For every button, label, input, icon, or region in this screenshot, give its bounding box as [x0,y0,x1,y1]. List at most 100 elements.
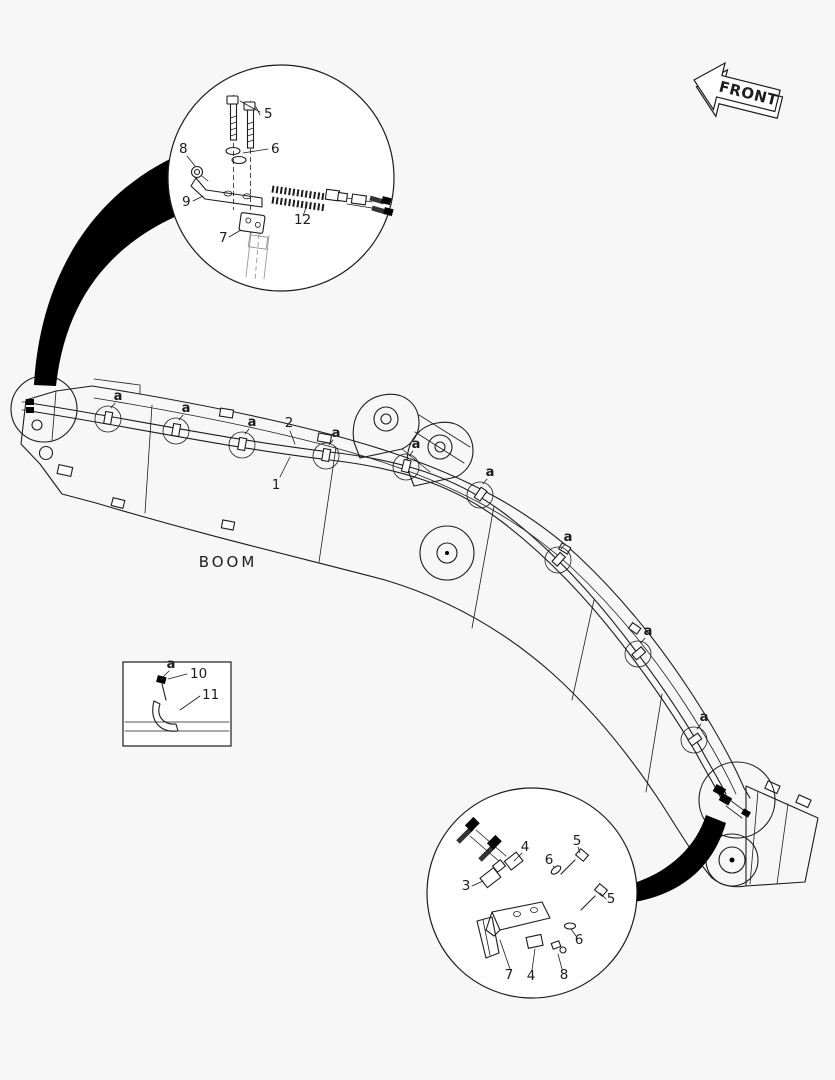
clamp-marker-label: a [182,401,191,416]
clamp-markers: a a a a a a [94,389,708,754]
clip-part [190,165,209,182]
panel-seams [144,404,663,793]
part-label-6: 6 [271,141,280,157]
hex-bolt [580,882,609,911]
part-label-9: 9 [182,194,191,210]
part-label-6: 6 [545,852,554,868]
tip-step-plate [93,378,141,395]
spring-washer [231,155,247,165]
leader-line [228,229,242,238]
detail-box [122,661,232,747]
clamp-marker-label: a [332,426,341,441]
tip-seam [51,390,57,441]
leader-line [242,148,269,154]
tip-tab [56,463,74,477]
leader-line [162,670,170,678]
clamp-marker-6: a [466,465,495,509]
clamp-piece [551,551,567,567]
hex-bolt [560,847,590,875]
clamp-piece [103,410,114,426]
part-label-12: 12 [294,212,311,228]
leader-line [696,723,702,730]
detail-circle [426,787,638,999]
front-arrow-shape [693,61,781,113]
tip-pin-hole-2 [38,445,54,461]
leader-line [289,430,296,445]
part-label-7: 7 [505,967,514,983]
pipe-end-fittings-left [21,399,34,413]
clamp-marker-label: a [114,389,123,404]
leader-line [577,846,581,854]
pipe-end-fittings-right [712,784,751,819]
clamp-marker-5: a [392,437,420,481]
top-detail-callout: 5 6 8 9 7 [167,64,395,292]
leader-line [560,543,566,550]
leader-line [239,100,261,116]
leader-line [471,880,484,887]
side-detail-callout: a 10 11 [122,657,232,747]
bolt-part [156,675,167,701]
side-clamp-marker: a [167,657,176,672]
bracket-part [476,901,551,959]
swoosh-bottom-right [624,815,726,903]
leader-line [408,450,414,457]
boom-top-seam [93,397,737,795]
clamp-marker-label: a [644,624,653,639]
bracket-part [190,177,263,208]
part-label-3: 3 [462,878,471,894]
clamp-marker-label: a [486,465,495,480]
weld-tab [220,519,236,531]
hydraulic-pipe-upper [29,402,727,795]
leader-line [531,948,536,971]
clamp-marker-label: a [564,530,573,545]
spring-washer [563,922,577,930]
clamp-piece [631,646,647,661]
leader-line [513,852,523,862]
part-label-10: 10 [190,666,207,682]
leader-line [178,414,184,421]
clamp-marker-label: a [248,415,257,430]
boom-bottom-edge [95,502,747,888]
clamp-piece [171,422,182,438]
weld-tab [627,621,642,635]
hydraulic-pipe-lower [29,410,723,801]
clamp-part [525,933,544,949]
hex-fitting-part [479,858,507,889]
hex-bolt [226,95,239,141]
weld-tab [110,497,126,509]
pipe-2-label: 2 [285,415,294,431]
leader-line [179,695,201,711]
clamp-marker-2: a [162,401,191,445]
clip-parts [550,940,567,954]
part-label-4b: 4 [527,968,536,984]
pipe-number-labels: 2 1 [272,415,296,493]
foot-zoom-region-circle [698,761,776,839]
leader-line [244,428,250,435]
clamp-marker-9: a [680,710,708,754]
hose-end-fittings [456,816,507,863]
cylinder-lug-rear [406,421,474,487]
clamp-piece [237,436,248,452]
bottom-detail-callout: 3 4 5 6 5 6 [426,787,638,999]
spring-washer [225,146,241,156]
lug-link-lines [401,414,471,473]
weld-tab [316,432,333,444]
pipe-1-label: 1 [272,477,281,493]
clamp-strap-part [152,700,179,732]
clamp-marker-1: a [94,389,123,433]
clamp-marker-8: a [624,624,653,668]
swoosh-top-left [34,150,205,386]
clamp-marker-3: a [228,415,257,459]
clamp-piece [473,486,488,502]
part-label-5b: 5 [607,891,616,907]
leader-line [167,673,188,680]
leader-line [328,439,334,446]
leader-line [599,892,607,900]
leader-line [110,402,116,409]
hose-assembly-part [271,185,394,217]
boom-top-edge [91,385,751,799]
part-label-7: 7 [219,230,228,246]
leader-line [499,939,511,970]
